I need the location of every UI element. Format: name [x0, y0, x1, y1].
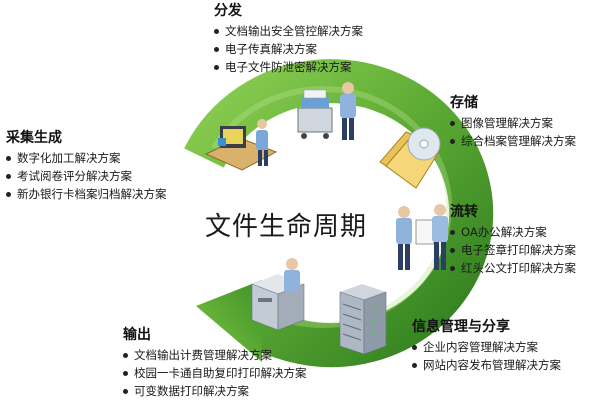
solution-list: 文档输出安全管控解决方案 电子传真解决方案 电子文件防泄密解决方案: [214, 22, 363, 76]
bullet-icon: [450, 229, 455, 235]
list-item: 电子文件防泄密解决方案: [214, 58, 363, 76]
bullet-icon: [412, 362, 417, 368]
group-distribute: 分发 文档输出安全管控解决方案 电子传真解决方案 电子文件防泄密解决方案: [214, 2, 363, 76]
group-output: 输出 文档输出计费管理解决方案 校园一卡通自助复印打印解决方案 可变数据打印解决…: [123, 326, 307, 400]
bullet-icon: [214, 28, 219, 34]
list-item: 综合档案管理解决方案: [450, 132, 576, 150]
computer-workstation-icon: [204, 119, 278, 171]
group-heading: 信息管理与分享: [412, 319, 510, 335]
list-item: 电子签章打印解决方案: [450, 241, 576, 259]
bullet-icon: [412, 344, 417, 350]
bullet-icon: [214, 46, 219, 52]
group-heading: 输出: [123, 327, 151, 343]
solution-list: 文档输出计费管理解决方案 校园一卡通自助复印打印解决方案 可变数据打印解决方案: [123, 346, 307, 400]
group-heading: 采集生成: [6, 130, 62, 146]
group-heading: 存储: [450, 95, 478, 111]
solution-label: 红头公文打印解决方案: [461, 261, 576, 275]
list-item: 考试阅卷评分解决方案: [6, 167, 167, 185]
solution-list: 图像管理解决方案 综合档案管理解决方案: [450, 114, 576, 150]
list-item: OA办公解决方案: [450, 223, 576, 241]
list-item: 红头公文打印解决方案: [450, 259, 576, 277]
group-collect: 采集生成 数字化加工解决方案 考试阅卷评分解决方案 新办银行卡档案归档解决方案: [6, 129, 167, 203]
bullet-icon: [123, 352, 128, 358]
solution-label: 考试阅卷评分解决方案: [17, 169, 132, 183]
document-cart-icon: [297, 82, 356, 140]
solution-label: 数字化加工解决方案: [17, 151, 121, 165]
printer-icon: [251, 258, 305, 331]
solution-list: 数字化加工解决方案 考试阅卷评分解决方案 新办银行卡档案归档解决方案: [6, 149, 167, 203]
solution-label: OA办公解决方案: [461, 225, 547, 239]
solution-label: 综合档案管理解决方案: [461, 134, 576, 148]
group-flow: 流转 OA办公解决方案 电子签章打印解决方案 红头公文打印解决方案: [450, 203, 576, 277]
solution-list: OA办公解决方案 电子签章打印解决方案 红头公文打印解决方案: [450, 223, 576, 277]
group-info-management: 信息管理与分享 企业内容管理解决方案 网站内容发布管理解决方案: [412, 318, 561, 374]
solution-label: 文档输出计费管理解决方案: [134, 348, 272, 362]
list-item: 新办银行卡档案归档解决方案: [6, 185, 167, 203]
list-item: 校园一卡通自助复印打印解决方案: [123, 364, 307, 382]
bullet-icon: [123, 370, 128, 376]
folder-disc-icon: [379, 127, 441, 189]
ring-arrowhead: [196, 280, 262, 362]
lifecycle-title: 文件生命周期: [205, 212, 368, 242]
solution-label: 电子传真解决方案: [225, 42, 317, 56]
bullet-icon: [450, 138, 455, 144]
solution-label: 可变数据打印解决方案: [134, 384, 249, 398]
solution-label: 新办银行卡档案归档解决方案: [17, 187, 167, 201]
bullet-icon: [450, 120, 455, 126]
bullet-icon: [450, 247, 455, 253]
list-item: 可变数据打印解决方案: [123, 382, 307, 400]
document-handoff-icon: [396, 204, 448, 270]
group-storage: 存储 图像管理解决方案 综合档案管理解决方案: [450, 94, 576, 150]
solution-label: 电子文件防泄密解决方案: [225, 60, 352, 74]
list-item: 图像管理解决方案: [450, 114, 576, 132]
solution-label: 校园一卡通自助复印打印解决方案: [134, 366, 307, 380]
solution-list: 企业内容管理解决方案 网站内容发布管理解决方案: [412, 338, 561, 374]
bullet-icon: [450, 265, 455, 271]
list-item: 企业内容管理解决方案: [412, 338, 561, 356]
bullet-icon: [123, 388, 128, 394]
list-item: 网站内容发布管理解决方案: [412, 356, 561, 374]
solution-label: 企业内容管理解决方案: [423, 340, 538, 354]
list-item: 电子传真解决方案: [214, 40, 363, 58]
group-heading: 流转: [450, 204, 478, 220]
list-item: 数字化加工解决方案: [6, 149, 167, 167]
server-rack-icon: [339, 284, 387, 355]
bullet-icon: [214, 64, 219, 70]
bullet-icon: [6, 173, 11, 179]
solution-label: 网站内容发布管理解决方案: [423, 358, 561, 372]
list-item: 文档输出计费管理解决方案: [123, 346, 307, 364]
bullet-icon: [6, 191, 11, 197]
solution-label: 电子签章打印解决方案: [461, 243, 576, 257]
solution-label: 图像管理解决方案: [461, 116, 553, 130]
bullet-icon: [6, 155, 11, 161]
solution-label: 文档输出安全管控解决方案: [225, 24, 363, 38]
list-item: 文档输出安全管控解决方案: [214, 22, 363, 40]
group-heading: 分发: [214, 3, 242, 19]
